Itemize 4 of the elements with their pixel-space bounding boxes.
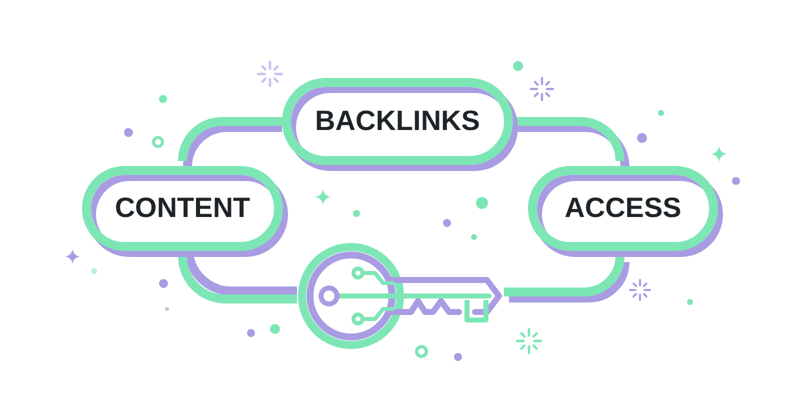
node-label: BACKLINKS xyxy=(315,106,480,137)
key-icon xyxy=(297,242,504,350)
node-label: ACCESS xyxy=(564,193,682,224)
node-label: CONTENT xyxy=(114,193,250,224)
